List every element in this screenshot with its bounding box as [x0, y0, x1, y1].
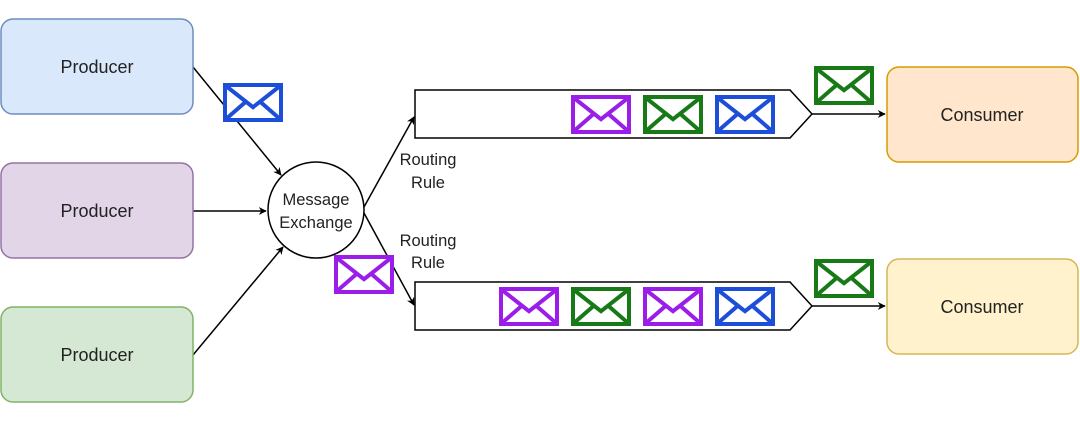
producer-1-label: Producer: [60, 57, 133, 77]
consumer-1: Consumer: [886, 66, 1079, 163]
message-exchange: Message Exchange: [267, 161, 365, 259]
routing-rule-2-line-1: Routing: [400, 232, 457, 250]
routing-rule-1: Routing Rule: [400, 151, 457, 192]
queue-1-message-1-envelope-icon: [571, 95, 631, 134]
producer-to-exchange-envelope-icon: [223, 83, 283, 122]
exchange-circle: [267, 161, 365, 259]
exchange-to-queue-2-envelope-icon: [334, 255, 394, 294]
queue-1: [414, 89, 814, 139]
routing-rule-2-line-2: Rule: [411, 254, 445, 272]
exchange-label-line-1: Message: [283, 191, 350, 209]
queue-2-message-4-envelope-icon: [715, 287, 775, 326]
producer-1-box: [0, 18, 194, 115]
exchange-label-line-2: Exchange: [279, 214, 352, 232]
queue-2: [414, 281, 814, 331]
queue-1-message-3-envelope-icon: [715, 95, 775, 134]
producer-3-label: Producer: [60, 345, 133, 365]
queue-2-message-2-envelope-icon: [571, 287, 631, 326]
producer-1: Producer: [0, 18, 194, 115]
producer-2-box: [0, 162, 194, 259]
queue-1-to-consumer-envelope-icon: [814, 66, 874, 105]
producer-2: Producer: [0, 162, 194, 259]
producer-3-box: [0, 306, 194, 403]
queue-2-message-1-envelope-icon: [499, 287, 559, 326]
queue-1-message-2-envelope-icon: [643, 95, 703, 134]
consumer-2-box: [886, 258, 1079, 355]
routing-rule-1-line-1: Routing: [400, 151, 457, 169]
queue-2-to-consumer-envelope-icon: [814, 259, 874, 298]
exchange-to-queue-1-arrow: [363, 116, 415, 208]
queue-1-messages: [571, 95, 775, 134]
consumer-2: Consumer: [886, 258, 1079, 355]
routing-rule-2: Routing Rule: [400, 232, 457, 272]
in-transit-messages: [223, 66, 874, 298]
consumer-2-label: Consumer: [940, 297, 1023, 317]
consumer-1-box: [886, 66, 1079, 163]
producer-2-label: Producer: [60, 201, 133, 221]
routing-rule-1-line-2: Rule: [411, 174, 445, 192]
queue-2-message-3-envelope-icon: [643, 287, 703, 326]
producer-3: Producer: [0, 306, 194, 403]
queue-2-messages: [499, 287, 775, 326]
consumer-1-label: Consumer: [940, 105, 1023, 125]
producer-3-to-exchange-arrow: [192, 246, 284, 356]
